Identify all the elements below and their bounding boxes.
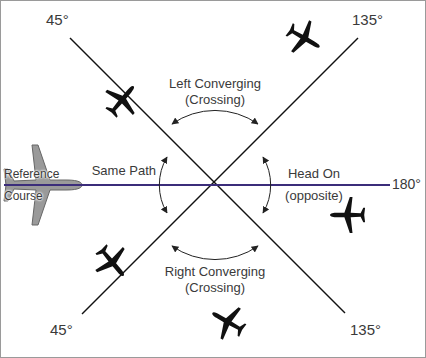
aircraft-icon [280,14,328,63]
sector-label: Left Converging (Crossing) [150,76,280,108]
sector-arc [263,157,271,213]
bearing-label: 135° [352,12,402,28]
bearing-label: 45° [50,322,90,338]
sector-arc [172,110,258,124]
aircraft-icon [87,237,137,287]
aircraft-icon [203,297,251,346]
bearing-label: 180° [392,176,424,192]
sector-arc [172,246,258,260]
sector-label: Head On (opposite) [274,163,354,207]
bearing-label: 45° [46,12,86,28]
reference-course-line [4,184,390,186]
bearing-label: 135° [350,322,400,338]
aircraft-icon [97,75,147,125]
sector-arc [159,157,167,213]
course-label: Reference Course [4,163,76,207]
sector-label: Right Converging (Crossing) [150,264,280,296]
sector-label: Same Path [84,163,156,179]
bearing-line [82,38,358,314]
